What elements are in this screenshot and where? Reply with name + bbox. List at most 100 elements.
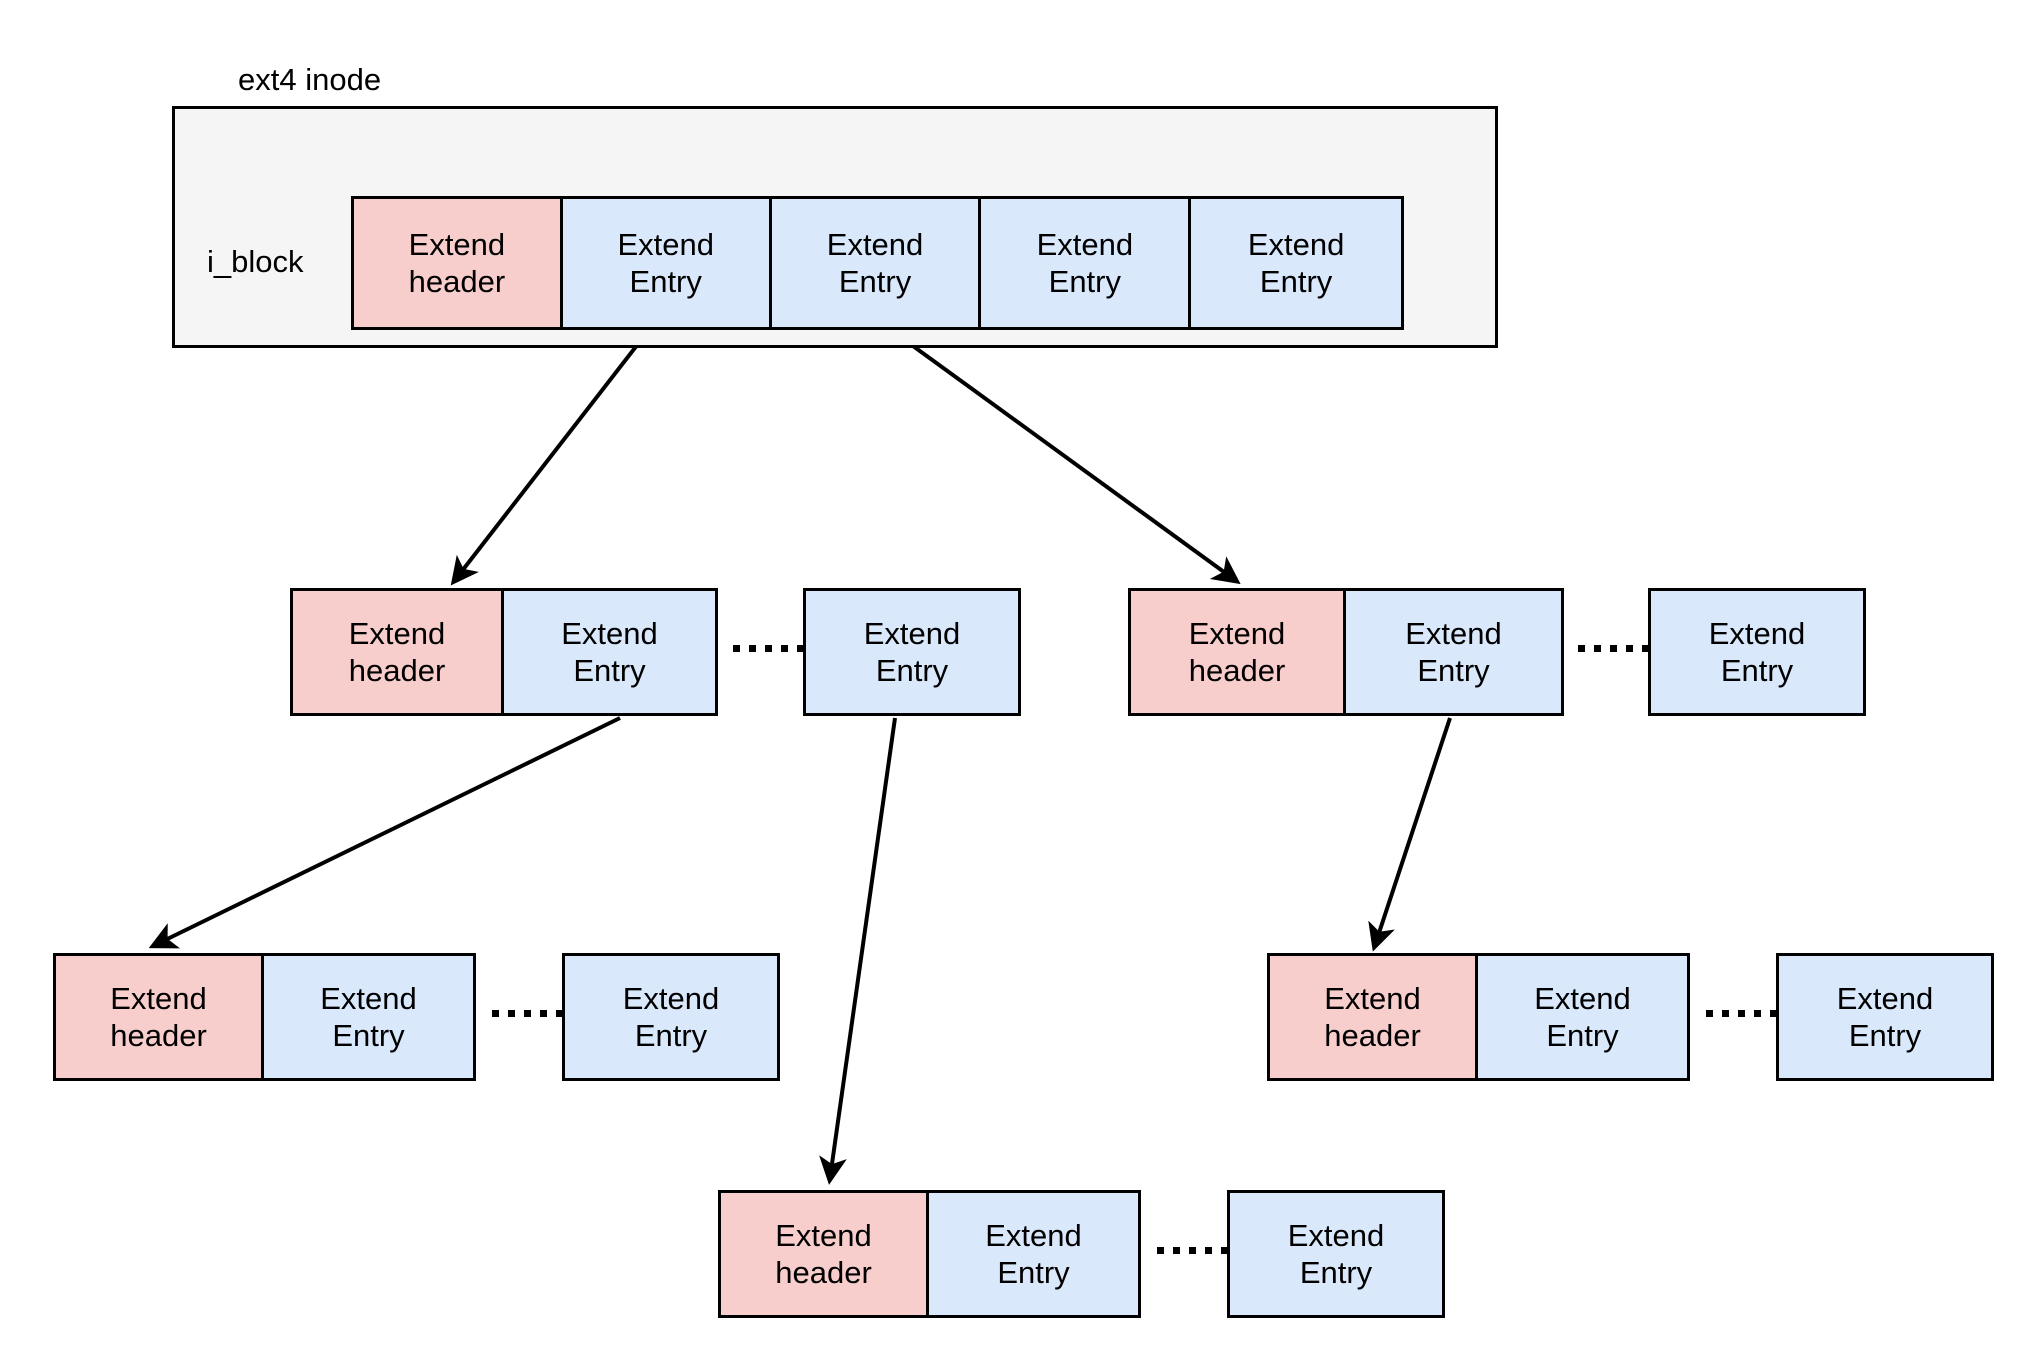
inode-root-node: Extend header Extend Entry Extend Entry … [351,196,1404,330]
cell-text-line2: Entry [1048,264,1121,299]
extend-entry-cell[interactable]: Extend Entry [1779,956,1991,1078]
cell-text-line2: header [775,1255,872,1290]
cell-text-line2: Entry [1259,264,1333,299]
ellipsis-dot [733,645,740,652]
ellipsis-dot [1594,645,1601,652]
cell-text-line2: Entry [332,1018,405,1053]
ellipsis-dot [540,1010,547,1017]
extend-header-cell[interactable]: Extend header [293,591,504,713]
cell-text-line1: Extend [775,1217,872,1253]
extend-header-cell[interactable]: Extend header [721,1193,929,1315]
cell-text-line1: Extend [1247,226,1345,262]
level3-left-tail-entry: Extend Entry [562,953,780,1081]
cell-text-line1: Extend [1708,615,1806,651]
ellipsis-dot [797,645,804,652]
cell-text-line2: header [408,264,506,299]
arrow-level2-tail-entry-to-level4-center [819,717,897,1185]
ellipsis-dot [765,645,772,652]
level3-right-tail-entry: Extend Entry [1776,953,1994,1081]
extend-header-cell[interactable]: Extend header [56,956,264,1078]
level4-center-tail-entry: Extend Entry [1227,1190,1445,1318]
cell-text-line1: Extend [1405,615,1502,651]
level4-center-node: Extend header Extend Entry [718,1190,1141,1318]
extend-entry-cell[interactable]: Extend Entry [565,956,777,1078]
ellipsis-dot [1205,1247,1212,1254]
level3-right-node: Extend header Extend Entry [1267,953,1690,1081]
ellipsis-dot [749,645,756,652]
cell-text-line1: Extend [1836,980,1934,1016]
extend-entry-cell[interactable]: Extend Entry [1191,199,1401,327]
inode-title: ext4 inode [238,62,382,97]
extend-entry-cell[interactable]: Extend Entry [771,199,982,327]
cell-text-line2: Entry [573,653,646,688]
ellipsis-dot [508,1010,515,1017]
ellipsis-dot [1173,1247,1180,1254]
cell-text-line2: Entry [629,264,702,299]
cell-text-line2: header [348,653,446,688]
cell-text-line2: Entry [1417,653,1490,688]
ellipsis-dot [1221,1247,1228,1254]
cell-text-line1: Extend [622,980,720,1016]
arrow-level2-left-entry-to-level3-left [148,716,621,949]
extend-entry-cell[interactable]: Extend Entry [1346,591,1561,713]
cell-text-line1: Extend [408,226,506,262]
cell-text-line1: Extend [110,980,207,1016]
extend-header-cell[interactable]: Extend header [1270,956,1478,1078]
ellipsis-dot [1722,1010,1729,1017]
ellipsis-dot [1157,1247,1164,1254]
cell-text-line2: Entry [1720,653,1794,688]
cell-text-line1: Extend [826,226,924,262]
cell-text-line1: Extend [985,1217,1082,1253]
cell-text-line2: Entry [1299,1255,1373,1290]
cell-text-line2: Entry [1546,1018,1619,1053]
ellipsis-dot [1578,645,1585,652]
cell-text-line1: Extend [1036,226,1134,262]
extend-entry-cell[interactable]: Extend Entry [504,591,715,713]
cell-text-line1: Extend [1324,980,1421,1016]
cell-text-line2: Entry [997,1255,1070,1290]
ellipsis-dot [781,645,788,652]
ellipsis-dot [1642,645,1649,652]
extend-entry-cell[interactable]: Extend Entry [806,591,1018,713]
cell-text-line1: Extend [617,226,714,262]
extend-entry-cell[interactable]: Extend Entry [929,1193,1138,1315]
ellipsis-dot [1754,1010,1761,1017]
cell-text-line1: Extend [320,980,417,1016]
ellipsis-dot [556,1010,563,1017]
level3-left-node: Extend header Extend Entry [53,953,476,1081]
extend-header-cell[interactable]: Extend header [354,199,563,327]
extend-entry-cell[interactable]: Extend Entry [562,199,772,327]
cell-text-line1: Extend [1188,615,1286,651]
level2-left-node: Extend header Extend Entry [290,588,718,716]
extend-entry-cell[interactable]: Extend Entry [981,199,1192,327]
arrow-inode-entry1-to-level2-left [450,320,657,586]
cell-text-line1: Extend [561,615,658,651]
cell-text-line2: Entry [634,1018,708,1053]
cell-text-line2: Entry [875,653,949,688]
ellipsis-dot [1706,1010,1713,1017]
arrow-level2-right-entry-to-level3-right [1368,717,1452,952]
cell-text-line2: Entry [838,264,912,299]
ellipsis-dot [524,1010,531,1017]
iblock-label: i_block [207,244,304,279]
cell-text-line1: Extend [1534,980,1631,1016]
ellipsis-dot [1626,645,1633,652]
cell-text-line2: header [1324,1018,1421,1053]
cell-text-line1: Extend [348,615,446,651]
extend-entry-cell[interactable]: Extend Entry [1651,591,1863,713]
ellipsis-dot [1770,1010,1777,1017]
extend-entry-cell[interactable]: Extend Entry [264,956,473,1078]
cell-text-line1: Extend [863,615,961,651]
arrow-inode-entry2-to-level2-right [878,320,1241,585]
ellipsis-dot [1610,645,1617,652]
extend-entry-cell[interactable]: Extend Entry [1478,956,1687,1078]
level2-right-tail-entry: Extend Entry [1648,588,1866,716]
level2-right-node: Extend header Extend Entry [1128,588,1564,716]
ellipsis-dot [1189,1247,1196,1254]
cell-text-line2: header [110,1018,207,1053]
ellipsis-dot [492,1010,499,1017]
extend-header-cell[interactable]: Extend header [1131,591,1346,713]
cell-text-line2: header [1188,653,1286,688]
extend-entry-cell[interactable]: Extend Entry [1230,1193,1442,1315]
cell-text-line2: Entry [1848,1018,1922,1053]
